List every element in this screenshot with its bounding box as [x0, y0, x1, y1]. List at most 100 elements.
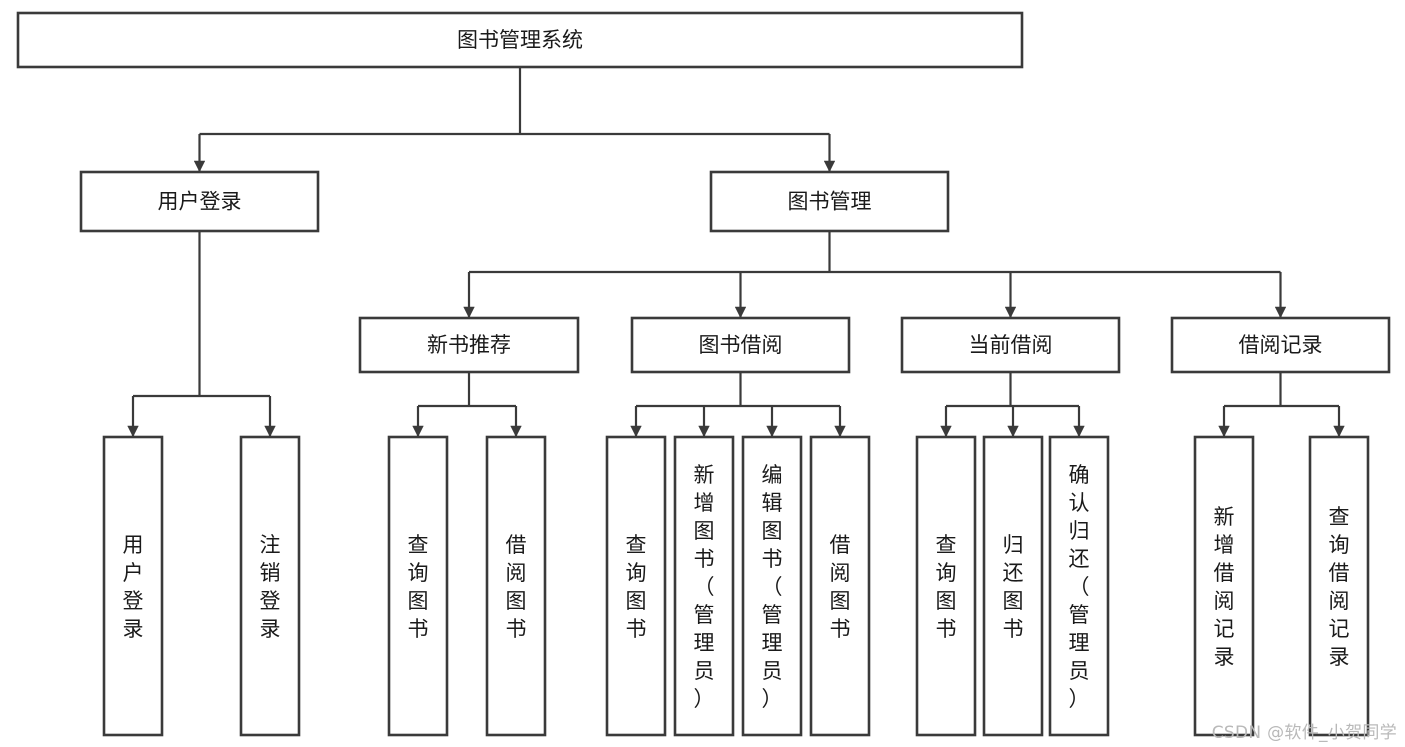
node-leaf-logout-label-char: 录	[260, 617, 281, 641]
node-leaf-confirm-return-admin-label-char: （	[1069, 575, 1090, 599]
node-leaf-add-borrow-record-label-char: 增	[1214, 533, 1235, 557]
node-leaf-user-login-label-char: 登	[123, 589, 144, 613]
connectors-layer	[127, 67, 1345, 438]
node-leaf-borrow-book-rect[interactable]	[809, 435, 871, 737]
node-leaf-user-login-rect[interactable]	[102, 435, 164, 737]
node-leaf-query-book-current-label-char: 询	[936, 561, 957, 585]
node-leaf-borrow-book-label-char: 图	[830, 589, 851, 613]
node-leaf-query-borrow-record-rect[interactable]	[1308, 435, 1370, 737]
node-user-login[interactable]: 用户登录	[79, 170, 320, 233]
node-leaf-query-borrow-record-label-char: 查	[1329, 505, 1350, 529]
node-current-borrow-rect[interactable]	[900, 316, 1121, 374]
node-root[interactable]: 图书管理系统	[16, 11, 1024, 69]
node-new-book-recommend[interactable]: 新书推荐	[358, 316, 580, 374]
node-leaf-confirm-return-admin-label-char: 员	[1069, 659, 1090, 683]
node-book-management-rect[interactable]	[709, 170, 950, 233]
node-leaf-add-borrow-record-label-char: 借	[1214, 561, 1235, 585]
node-book-borrow-label: 图书借阅	[699, 333, 783, 357]
node-leaf-query-borrow-record-label-char: 录	[1329, 645, 1350, 669]
node-leaf-borrow-book-label-char: 阅	[830, 561, 851, 585]
node-leaf-query-book-current-label-char: 书	[936, 617, 957, 641]
node-book-borrow-rect[interactable]	[630, 316, 851, 374]
node-leaf-return-book-label-char: 归	[1003, 533, 1024, 557]
node-leaf-borrow-book-recommend-label-char: 阅	[506, 561, 527, 585]
node-leaf-confirm-return-admin-label-char: 归	[1069, 519, 1090, 543]
node-leaf-query-book-borrow-label-char: 书	[626, 617, 647, 641]
node-leaf-confirm-return-admin-label-char: 管	[1069, 603, 1090, 627]
node-leaf-logout-rect[interactable]	[239, 435, 301, 737]
node-current-borrow-label: 当前借阅	[969, 333, 1053, 357]
node-leaf-query-book-current-label-char: 图	[936, 589, 957, 613]
node-root-label: 图书管理系统	[457, 28, 583, 52]
node-leaf-user-login-label-char: 户	[123, 561, 144, 585]
node-root-rect[interactable]	[16, 11, 1024, 69]
node-leaf-confirm-return-admin-label-char: ）	[1069, 687, 1090, 711]
node-leaf-query-borrow-record-label-char: 阅	[1329, 589, 1350, 613]
node-leaf-edit-book-admin-label-char: 书	[762, 547, 783, 571]
node-leaf-edit-book-admin-rect[interactable]	[741, 435, 803, 737]
node-leaf-add-borrow-record-label-char: 录	[1214, 645, 1235, 669]
node-leaf-user-login[interactable]: 用户登录	[102, 435, 164, 737]
node-borrow-record-label: 借阅记录	[1239, 333, 1323, 357]
node-leaf-edit-book-admin-label-char: （	[762, 575, 783, 599]
node-leaf-add-book-admin-label-char: ）	[694, 687, 715, 711]
node-book-management[interactable]: 图书管理	[709, 170, 950, 233]
node-leaf-logout-label-char: 登	[260, 589, 281, 613]
node-leaf-return-book-rect[interactable]	[982, 435, 1044, 737]
node-leaf-borrow-book-recommend-label-char: 图	[506, 589, 527, 613]
node-book-management-label: 图书管理	[788, 190, 872, 214]
node-leaf-query-borrow-record-label-char: 询	[1329, 533, 1350, 557]
node-leaf-edit-book-admin-label-char: 编	[762, 463, 783, 487]
node-leaf-borrow-book-recommend-rect[interactable]	[485, 435, 547, 737]
node-leaf-borrow-book-recommend-label-char: 书	[506, 617, 527, 641]
node-leaf-query-book-recommend-rect[interactable]	[387, 435, 449, 737]
node-leaf-add-book-admin-label-char: 图	[694, 519, 715, 543]
node-leaf-add-book-admin-label-char: 增	[694, 491, 715, 515]
node-leaf-edit-book-admin-label-char: ）	[762, 687, 783, 711]
node-leaf-add-borrow-record-label-char: 记	[1214, 617, 1235, 641]
node-leaf-query-book-current-rect[interactable]	[915, 435, 977, 737]
node-current-borrow[interactable]: 当前借阅	[900, 316, 1121, 374]
node-leaf-add-borrow-record-label-char: 阅	[1214, 589, 1235, 613]
node-leaf-edit-book-admin-label-char: 辑	[762, 491, 783, 515]
node-leaf-return-book-label-char: 还	[1003, 561, 1024, 585]
node-user-login-rect[interactable]	[79, 170, 320, 233]
node-leaf-edit-book-admin-label-char: 员	[762, 659, 783, 683]
node-leaf-logout-label-char: 销	[260, 561, 281, 585]
node-leaf-add-borrow-record-rect[interactable]	[1193, 435, 1255, 737]
node-leaf-confirm-return-admin-label-char: 认	[1069, 491, 1090, 515]
node-leaf-query-borrow-record-label-char: 记	[1329, 617, 1350, 641]
node-leaf-add-book-admin-rect[interactable]	[673, 435, 735, 737]
node-leaf-user-login-label-char: 用	[123, 533, 144, 557]
node-leaf-confirm-return-admin-label-char: 还	[1069, 547, 1090, 571]
node-leaf-edit-book-admin-label-char: 管	[762, 603, 783, 627]
node-leaf-query-book-borrow-label-char: 图	[626, 589, 647, 613]
node-leaf-query-book-recommend-label-char: 书	[408, 617, 429, 641]
node-leaf-query-book-borrow-label-char: 询	[626, 561, 647, 585]
node-book-borrow[interactable]: 图书借阅	[630, 316, 851, 374]
node-borrow-record-rect[interactable]	[1170, 316, 1391, 374]
node-leaf-confirm-return-admin-rect[interactable]	[1048, 435, 1110, 737]
node-leaf-confirm-return-admin-label-char: 理	[1069, 631, 1090, 655]
node-leaf-query-book-recommend-label-char: 询	[408, 561, 429, 585]
node-user-login-label: 用户登录	[158, 190, 242, 214]
node-leaf-borrow-book-label-char: 借	[830, 533, 851, 557]
node-leaf-add-book-admin-label-char: 新	[694, 463, 715, 487]
node-borrow-record[interactable]: 借阅记录	[1170, 316, 1391, 374]
node-leaf-query-book-recommend-label-char: 图	[408, 589, 429, 613]
node-new-book-recommend-rect[interactable]	[358, 316, 580, 374]
node-leaf-query-book-borrow-rect[interactable]	[605, 435, 667, 737]
